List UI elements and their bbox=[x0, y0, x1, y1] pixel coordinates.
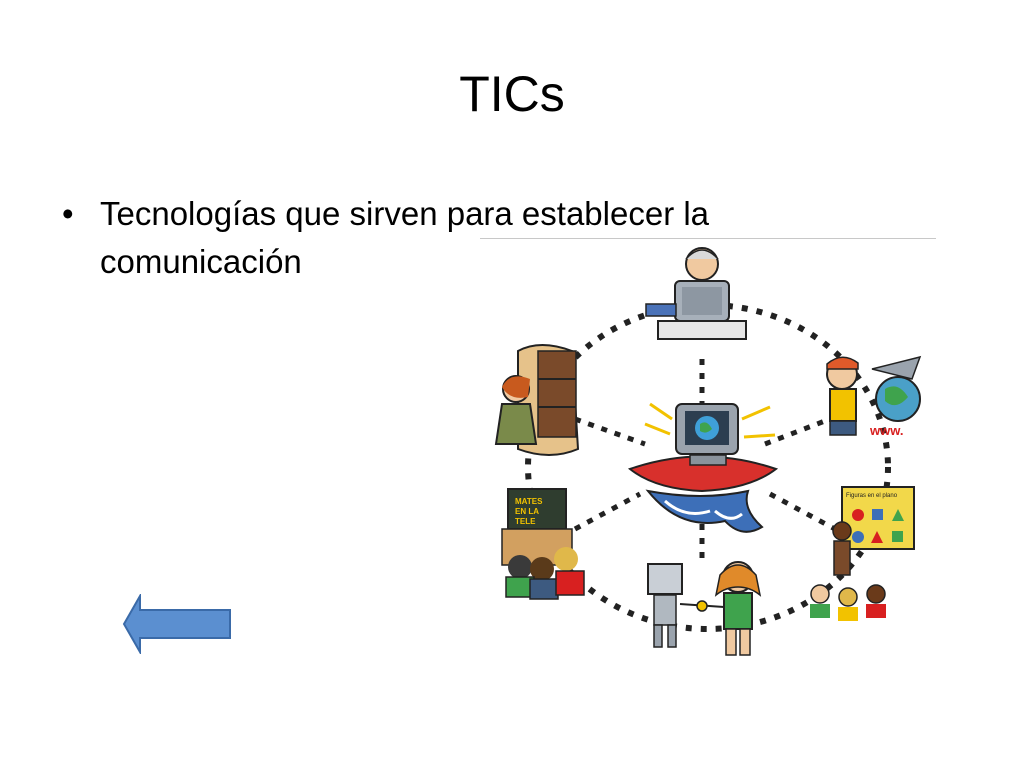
bullet-icon: • bbox=[62, 195, 74, 232]
board-caption: Figuras en el plano bbox=[846, 493, 898, 499]
central-computer-icon bbox=[627, 402, 779, 533]
www-label: www. bbox=[869, 423, 903, 438]
sign-line-3: TELE bbox=[515, 517, 536, 526]
robot-girl-icon bbox=[647, 561, 762, 656]
ict-network-illustration: www. MATES EN LA TELE bbox=[480, 238, 936, 669]
bullet-text: Tecnologías que sirven para establecer l… bbox=[100, 195, 710, 280]
boy-globe-icon: www. bbox=[826, 355, 922, 438]
sign-line-1: MATES bbox=[515, 497, 543, 506]
dotted-ring bbox=[525, 302, 891, 632]
librarian-icon bbox=[494, 344, 580, 456]
sign-line-2: EN LA bbox=[515, 507, 539, 516]
students-tv-icon: MATES EN LA TELE bbox=[501, 488, 585, 600]
arrow-left-icon bbox=[122, 592, 231, 656]
bullet-item: • Tecnologías que sirven para establecer… bbox=[62, 190, 842, 286]
teacher-board-icon: Figuras en el plano bbox=[810, 486, 915, 621]
man-computer-icon bbox=[645, 247, 747, 340]
bullet-list: • Tecnologías que sirven para establecer… bbox=[62, 190, 842, 286]
back-arrow-button[interactable] bbox=[122, 592, 234, 656]
slide-title: TICs bbox=[459, 66, 565, 122]
